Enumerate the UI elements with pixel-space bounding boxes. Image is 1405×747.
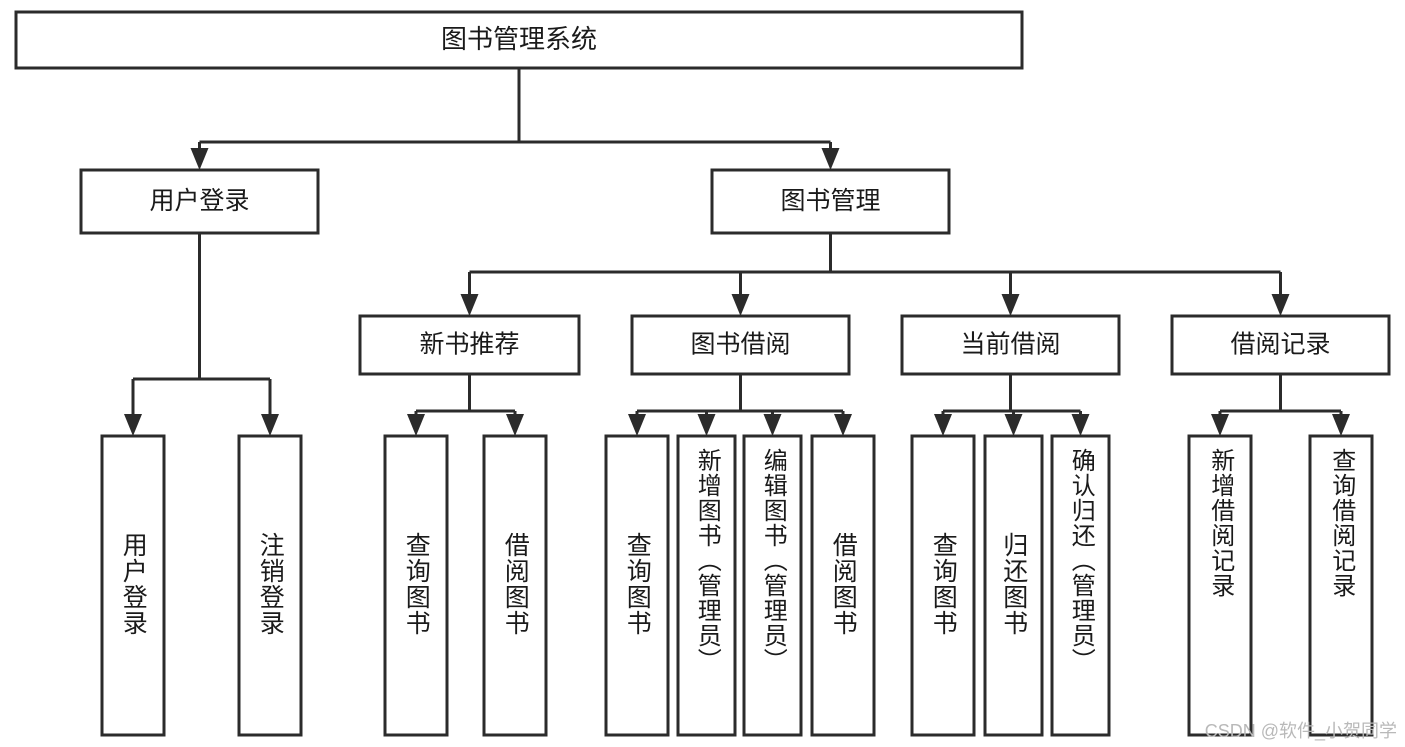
node-l3-新书推荐[interactable]: [358, 314, 581, 376]
arrow-head-icon: [190, 148, 209, 170]
watermark-text: CSDN @软件_小贺同学: [1204, 721, 1397, 741]
node-leaf-归还图书-1[interactable]: [983, 434, 1044, 737]
arrow-head-icon: [763, 414, 782, 436]
node-label-l3-借阅记录: 借阅记录: [1230, 331, 1330, 359]
node-leaf-用户登录-1[interactable]: [100, 434, 166, 737]
arrow-head-icon: [407, 414, 425, 436]
arrow-head-icon: [1071, 414, 1090, 436]
arrow-head-icon: [124, 414, 142, 436]
node-leaf-新增借阅记录-1[interactable]: [1187, 434, 1253, 737]
arrow-head-icon: [697, 414, 716, 436]
node-leaf-借阅图书-1[interactable]: [482, 434, 548, 737]
node-label-root: 图书管理系统: [441, 24, 597, 54]
node-l3-图书借阅[interactable]: [630, 314, 851, 376]
arrow-head-icon: [934, 414, 952, 436]
arrow-head-icon: [731, 294, 750, 316]
arrow-head-icon: [1211, 414, 1229, 436]
connectors-layer: [124, 68, 1350, 436]
node-boxes-layer: [14, 10, 1391, 737]
arrow-head-icon: [1004, 414, 1023, 436]
node-label-l3-新书推荐: 新书推荐: [419, 331, 519, 359]
node-l3-借阅记录[interactable]: [1170, 314, 1391, 376]
node-label-l3-图书借阅: 图书借阅: [690, 331, 790, 359]
arrow-head-icon: [261, 414, 279, 436]
node-leaf-注销登录-1[interactable]: [237, 434, 303, 737]
node-leaf-新增图书管理员-1[interactable]: [676, 434, 737, 737]
node-leaf-查询图书-1[interactable]: [383, 434, 449, 737]
node-l3-当前借阅[interactable]: [900, 314, 1121, 376]
arrow-head-icon: [821, 148, 840, 170]
node-leaf-确认归还管理员-1[interactable]: [1050, 434, 1111, 737]
node-label-l3-当前借阅: 当前借阅: [960, 331, 1060, 359]
node-leaf-查询借阅记录-1[interactable]: [1308, 434, 1374, 737]
node-leaf-查询图书-2[interactable]: [604, 434, 670, 737]
arrow-head-icon: [1332, 414, 1350, 436]
node-l2-图书管理[interactable]: [710, 168, 951, 235]
node-leaf-查询图书-3[interactable]: [910, 434, 976, 737]
node-l2-用户登录[interactable]: [79, 168, 320, 235]
arrow-head-icon: [506, 414, 524, 436]
node-leaf-编辑图书管理员-1[interactable]: [742, 434, 803, 737]
arrow-head-icon: [1001, 294, 1020, 316]
node-label-l2-图书管理: 图书管理: [780, 187, 880, 215]
arrow-head-icon: [628, 414, 646, 436]
node-label-l2-用户登录: 用户登录: [149, 187, 249, 215]
arrow-head-icon: [834, 414, 852, 436]
arrow-head-icon: [460, 294, 479, 316]
arrow-head-icon: [1271, 294, 1290, 316]
node-root-图书管理系统[interactable]: [14, 10, 1024, 70]
node-leaf-借阅图书-2[interactable]: [810, 434, 876, 737]
